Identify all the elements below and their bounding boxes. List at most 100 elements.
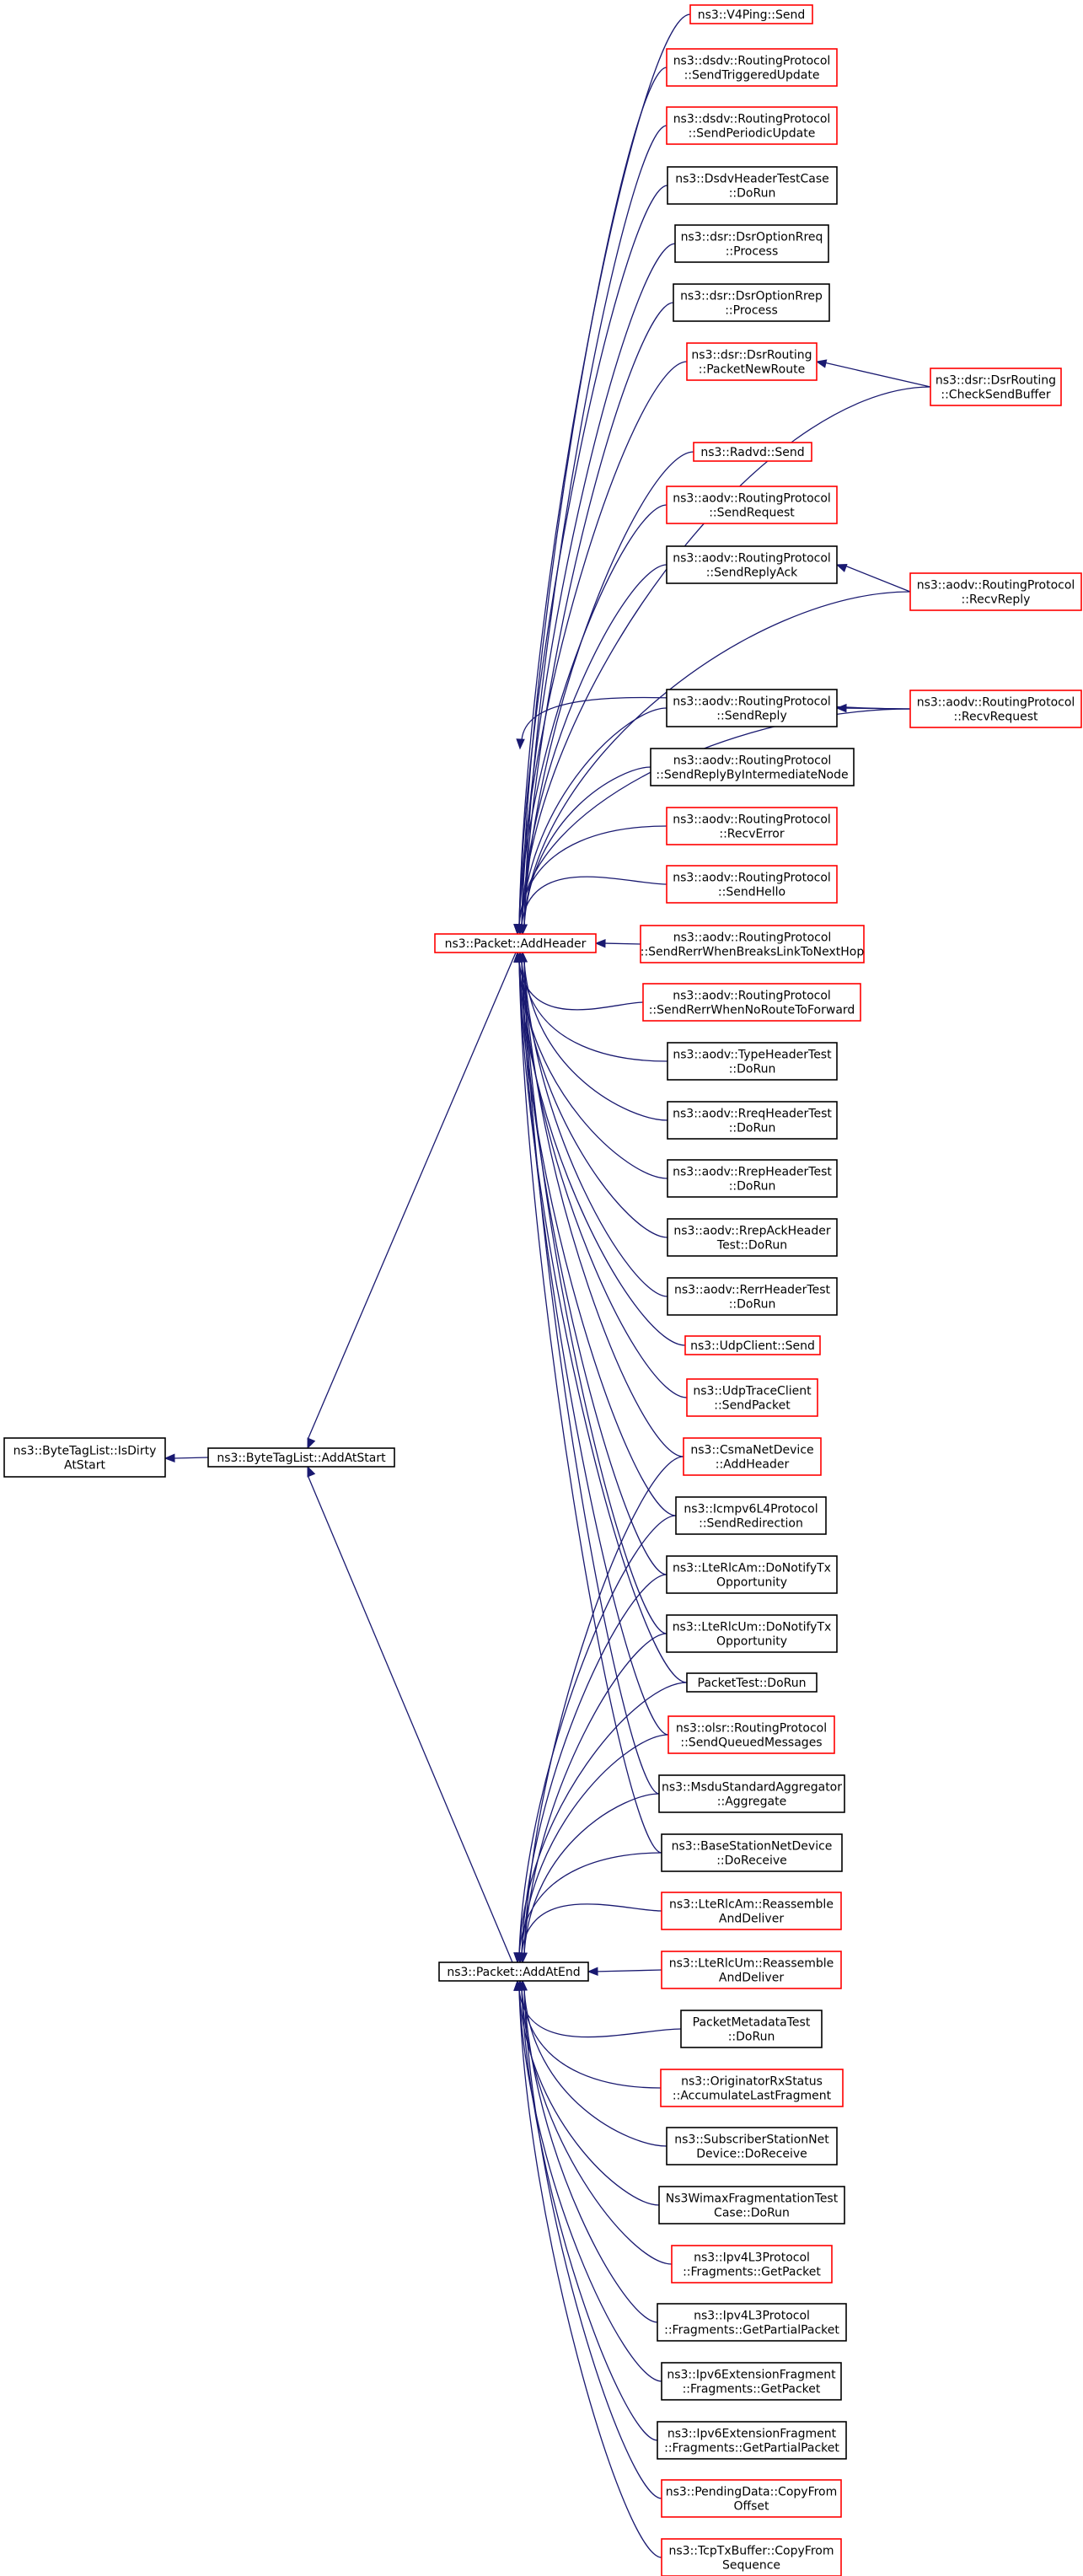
node-e7[interactable]: ns3::Ipv4L3Protocol::Fragments::GetPacke… xyxy=(671,2245,833,2284)
edge-line xyxy=(523,960,668,1121)
edge-line xyxy=(518,960,644,1011)
node-label: ::DoRun xyxy=(729,1298,776,1312)
node-e4[interactable]: ns3::OriginatorRxStatus::AccumulateLastF… xyxy=(660,2069,844,2107)
node-h12[interactable]: ns3::aodv::RoutingProtocol::SendReplyByI… xyxy=(650,748,855,786)
node-h17[interactable]: ns3::aodv::TypeHeaderTest::DoRun xyxy=(667,1042,838,1081)
node-m6[interactable]: ns3::MsduStandardAggregator::Aggregate xyxy=(658,1774,845,1813)
node-label: ns3::aodv::TypeHeaderTest xyxy=(673,1049,832,1062)
node-h6[interactable]: ns3::dsr::DsrOptionRrep::Process xyxy=(673,283,830,322)
node-h22[interactable]: ns3::UdpClient::Send xyxy=(684,1335,821,1355)
node-h23[interactable]: ns3::UdpTraceClient::SendPacket xyxy=(686,1378,818,1417)
node-h21[interactable]: ns3::aodv::RerrHeaderTest::DoRun xyxy=(667,1277,838,1316)
node-h9[interactable]: ns3::aodv::RoutingProtocol::SendRequest xyxy=(666,486,838,524)
node-h13[interactable]: ns3::aodv::RoutingProtocol::RecvError xyxy=(666,807,838,845)
edge-e3-to-addatend xyxy=(513,1979,682,2038)
node-box xyxy=(207,1447,395,1468)
edge-line xyxy=(521,1574,667,1955)
node-m4[interactable]: PacketTest::DoRun xyxy=(686,1672,818,1693)
edge-line xyxy=(521,960,667,1575)
node-r3[interactable]: ns3::aodv::RoutingProtocol::RecvRequest xyxy=(909,690,1082,728)
node-r2[interactable]: ns3::aodv::RoutingProtocol::RecvReply xyxy=(909,572,1082,611)
node-box xyxy=(657,2303,847,2342)
node-addatstart[interactable]: ns3::ByteTagList::AddAtStart xyxy=(207,1447,395,1468)
node-label: ns3::dsr::DsrRouting xyxy=(936,374,1056,388)
node-h14[interactable]: ns3::aodv::RoutingProtocol::SendHello xyxy=(666,865,838,904)
node-r1[interactable]: ns3::dsr::DsrRouting::CheckSendBuffer xyxy=(930,368,1062,406)
edge-line xyxy=(518,1682,688,1955)
node-label: ns3::aodv::RoutingProtocol xyxy=(673,872,831,885)
node-label: PacketMetadataTest xyxy=(693,2016,811,2030)
node-box xyxy=(667,1277,838,1316)
node-h1[interactable]: ns3::V4Ping::Send xyxy=(689,4,813,24)
node-label: ns3::aodv::RrepAckHeader xyxy=(673,1225,831,1238)
node-label: ::RecvReply xyxy=(962,593,1031,607)
node-label: ::Process xyxy=(726,245,779,259)
node-label: ns3::UdpClient::Send xyxy=(690,1339,815,1353)
node-e9[interactable]: ns3::Ipv6ExtensionFragment::Fragments::G… xyxy=(661,2362,842,2401)
node-h19[interactable]: ns3::aodv::RrepHeaderTest::DoRun xyxy=(667,1159,838,1198)
edge-line xyxy=(307,952,517,1441)
edge-addatstart-to-root xyxy=(164,1453,209,1463)
node-addatend[interactable]: ns3::Packet::AddAtEnd xyxy=(438,1962,589,1982)
edge-line xyxy=(523,1456,684,1955)
edge-h18-to-addheader xyxy=(518,951,668,1121)
edge-arrowhead xyxy=(516,738,525,750)
node-label: ns3::DsdvHeaderTestCase xyxy=(675,173,829,186)
edge-line xyxy=(523,1988,662,2499)
edge-line xyxy=(518,1988,662,2382)
node-e5[interactable]: ns3::SubscriberStationNetDevice::DoRecei… xyxy=(666,2127,838,2165)
node-label: ::SendRequest xyxy=(709,507,795,520)
node-m7[interactable]: ns3::BaseStationNetDevice::DoReceive xyxy=(661,1833,843,1872)
node-h11[interactable]: ns3::aodv::RoutingProtocol::SendReply xyxy=(666,689,838,727)
node-label: ::SendTriggeredUpdate xyxy=(684,69,820,83)
node-box xyxy=(666,486,838,524)
edge-arrowhead xyxy=(835,703,847,713)
node-label: AndDeliver xyxy=(719,1972,784,1985)
edge-m5-to-addheader xyxy=(516,951,669,1736)
edge-line xyxy=(521,67,667,926)
node-e3[interactable]: PacketMetadataTest::DoRun xyxy=(680,2010,823,2048)
node-h4[interactable]: ns3::DsdvHeaderTestCase::DoRun xyxy=(667,166,838,205)
node-label: ::Fragments::GetPacket xyxy=(683,2266,821,2279)
node-box xyxy=(667,1715,835,1754)
node-h5[interactable]: ns3::dsr::DsrOptionRreq::Process xyxy=(674,224,829,263)
edge-r2-to-h10 xyxy=(835,564,911,593)
edge-e2-to-addatend xyxy=(587,1967,662,1976)
node-addheader[interactable]: ns3::Packet::AddHeader xyxy=(434,933,597,953)
node-h7[interactable]: ns3::dsr::DsrRouting::PacketNewRoute xyxy=(686,342,818,381)
node-m5[interactable]: ns3::olsr::RoutingProtocol::SendQueuedMe… xyxy=(667,1715,835,1754)
node-h2[interactable]: ns3::dsdv::RoutingProtocol::SendTriggere… xyxy=(666,48,838,87)
node-h18[interactable]: ns3::aodv::RreqHeaderTest::DoRun xyxy=(667,1101,838,1140)
node-h24[interactable]: ns3::CsmaNetDevice::AddHeader xyxy=(683,1437,822,1476)
node-h10[interactable]: ns3::aodv::RoutingProtocol::SendReplyAck xyxy=(666,545,838,584)
node-h3[interactable]: ns3::dsdv::RoutingProtocol::SendPeriodic… xyxy=(666,106,838,145)
edge-m2-to-addheader xyxy=(516,951,667,1575)
node-h8[interactable]: ns3::Radvd::Send xyxy=(693,442,812,462)
edge-h11-to-addheader xyxy=(516,707,667,936)
node-h16[interactable]: ns3::aodv::RoutingProtocol::SendRerrWhen… xyxy=(642,983,861,1022)
node-label: ::RecvRequest xyxy=(954,711,1039,724)
node-h15[interactable]: ns3::aodv::RoutingProtocol::SendRerrWhen… xyxy=(640,925,865,963)
node-label: Test::DoRun xyxy=(716,1239,787,1253)
node-label: ns3::aodv::RerrHeaderTest xyxy=(674,1284,831,1297)
node-box xyxy=(666,106,838,145)
node-e8[interactable]: ns3::Ipv4L3Protocol::Fragments::GetParti… xyxy=(657,2303,847,2342)
node-m1[interactable]: ns3::Icmpv6L4Protocol::SendRedirection xyxy=(675,1496,827,1535)
node-box xyxy=(661,2538,842,2576)
node-e10[interactable]: ns3::Ipv6ExtensionFragment::Fragments::G… xyxy=(657,2421,847,2460)
node-label: ::SendReply xyxy=(716,710,786,723)
edge-m6-to-addatend xyxy=(518,1793,660,1964)
edge-line xyxy=(518,13,691,926)
node-label: ::Fragments::GetPacket xyxy=(683,2383,821,2396)
edge-line xyxy=(518,1988,662,2558)
node-box xyxy=(674,224,829,263)
node-box xyxy=(661,1951,842,1989)
